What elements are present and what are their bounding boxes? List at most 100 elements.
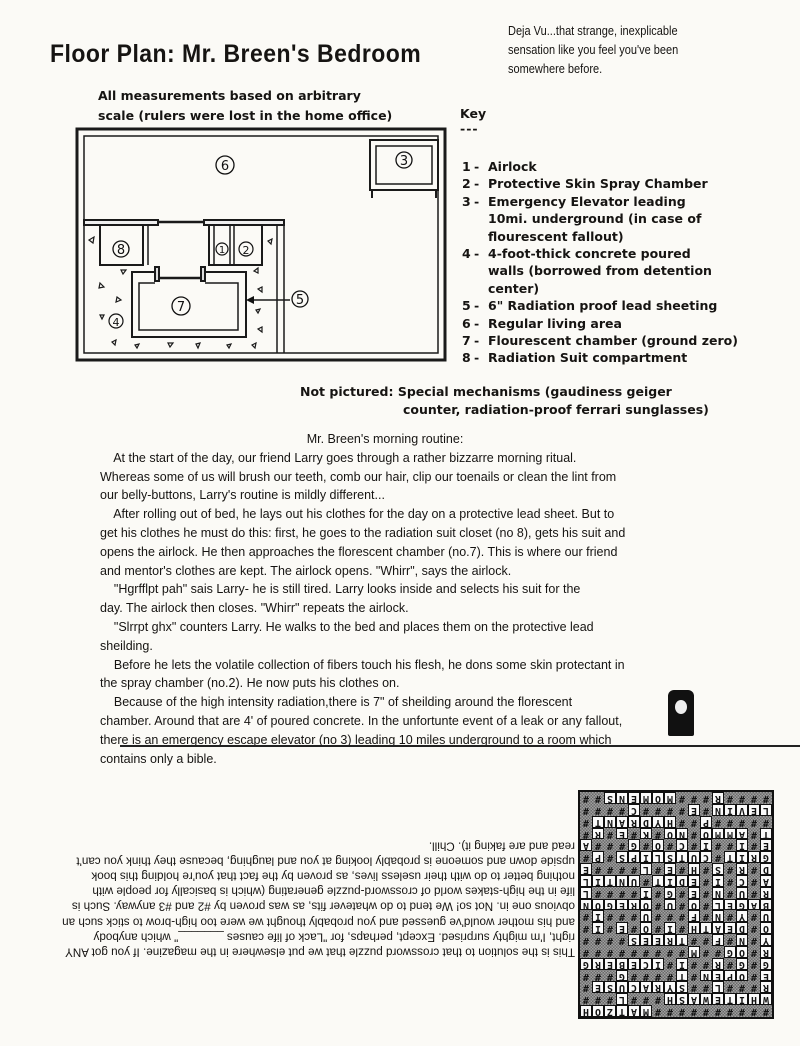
- key-item-label: 10mi. underground (in case of: [488, 211, 702, 227]
- article-line: contains only a bible.: [100, 751, 217, 766]
- article-line: Before he lets the volatile collection o…: [100, 657, 625, 672]
- room-label-2: 2: [243, 244, 250, 257]
- article-heading: Mr. Breen's morning routine:: [306, 432, 464, 446]
- key-item: walls (borrowed from detention: [462, 262, 738, 279]
- key-underline: ---: [460, 121, 479, 136]
- key-item: 7- Flourescent chamber (ground zero): [462, 333, 738, 349]
- outer-wall-inner: [83, 135, 439, 354]
- crossword-row: A#C#I#EDIT#UNTIL: [576, 875, 769, 887]
- key-item: center): [462, 280, 738, 297]
- crossword-row: G#G#R##I#ICEBERG: [576, 958, 769, 970]
- crossword-row: R###L##SYRACUSE#: [576, 982, 769, 994]
- scale-note-line: scale (rulers were lost in the home offi…: [98, 108, 393, 123]
- elevator-shaft: [369, 139, 439, 191]
- key-item: 10mi. underground (in case of: [462, 210, 738, 227]
- solution-note-line: nothing better to do with their useless …: [91, 869, 575, 883]
- crossword-row: ##########MATZOH: [576, 1006, 769, 1017]
- key-item-number: 1: [462, 159, 471, 174]
- key-item-label: Emergency Elevator leading: [488, 193, 686, 209]
- key-item: 4- 4-foot-thick concrete poured: [462, 246, 691, 262]
- key-item: 1- Airlock: [462, 159, 537, 174]
- suit-compartment: [99, 225, 144, 266]
- article-line: the spray chamber (no.2). He now puts hi…: [100, 676, 400, 691]
- crossword-row: BAGEL#O#U#OREGON: [576, 899, 769, 911]
- solution-note-line: read and are faking it). Chill.: [428, 839, 575, 853]
- key-item-label: walls (borrowed from detention: [488, 263, 712, 279]
- crossword-row: WHITEWASH###L###: [576, 994, 769, 1006]
- room-label-7: 7: [177, 300, 185, 315]
- concrete-triangle-icons: [87, 235, 273, 350]
- upside-down-solution-note: This is the solution to that crossword p…: [15, 838, 575, 960]
- key-item-number: 3: [462, 193, 471, 209]
- crossword-row: E#I##I#C#O#G###A: [576, 840, 769, 852]
- crossword-row: ####R###MOMENS##: [576, 793, 769, 805]
- article-line: "Hgrfflpt pah" sais Larry- he is still t…: [100, 582, 581, 597]
- crossword-row: LEVIN#E####C####: [576, 804, 769, 816]
- morning-routine-article: Mr. Breen's morning routine: At the star…: [100, 430, 660, 768]
- key-item: 5- 6" Radiation proof lead sheeting: [462, 298, 718, 314]
- author-photo: [668, 690, 694, 736]
- key-item-label: Regular living area: [488, 315, 622, 331]
- room-label-6: 6: [221, 159, 229, 174]
- solution-note-line: life in the high-stakes world of crosswo…: [92, 884, 575, 898]
- outer-wall: [75, 127, 447, 362]
- crossword-row: #####P##HYDRANT#: [576, 816, 769, 828]
- crossword-row: O#DEATH#I#O#E#I#: [576, 923, 769, 935]
- crossword-row: U#Y#N#F###U###I#: [576, 911, 769, 923]
- florescent-chamber: [138, 282, 239, 331]
- airlock-and-spray-chamber: [208, 225, 263, 266]
- article-line: After rolling out of bed, he lays out hi…: [100, 507, 615, 522]
- room-label-1: 1: [219, 245, 225, 256]
- not-pictured-line: counter, radiation-proof ferrari sunglas…: [403, 402, 709, 417]
- solution-note-line: upside down and someone is probably look…: [76, 854, 575, 868]
- deja-vu-quote: Deja Vu...that strange, inexplicable sen…: [508, 24, 679, 76]
- article-line: sheilding.: [100, 638, 153, 653]
- scale-note: All measurements based on arbitrary scal…: [98, 86, 392, 126]
- article-line: At the start of the day, our friend Larr…: [100, 450, 577, 465]
- solution-note-line: This is the solution to that crossword p…: [65, 945, 575, 959]
- solution-note-line: right, I'm mighty surprised. Except, per…: [93, 930, 575, 944]
- not-pictured-note: Not pictured: Special mechanisms (gaudin…: [300, 383, 709, 419]
- lead-sheeting: [131, 271, 247, 338]
- article-line: there is an emergency escape elevator (n…: [100, 732, 612, 747]
- page-title: Floor Plan: Mr. Breen's Bedroom: [50, 40, 422, 68]
- key-item-number: 8: [462, 350, 471, 366]
- key-item-label: 4-foot-thick concrete poured: [488, 246, 691, 262]
- article-line: and mentor's clothes are kept. The airlo…: [100, 563, 512, 578]
- room-label-3: 3: [400, 154, 408, 169]
- section-divider: [120, 745, 800, 747]
- key-item-number: 5: [462, 298, 471, 314]
- article-line: Whereas some of us will brush our teeth,…: [100, 469, 617, 484]
- key-item: 3- Emergency Elevator leading: [462, 193, 686, 209]
- key-item-number: 4: [462, 246, 471, 262]
- crossword-row: T#AMMO#NO#K#E#R#: [576, 828, 769, 840]
- crossword-row: R#OG##M#########: [576, 946, 769, 958]
- key-item-number: 6: [462, 315, 471, 331]
- key-heading: Key: [460, 106, 487, 121]
- floor-plan: 6 3 8 1 2 7 4 5: [75, 127, 447, 362]
- key-item: 6- Regular living area: [462, 315, 622, 331]
- key-item-label: Airlock: [488, 159, 537, 174]
- article-line: "Slrrpt ghx" counters Larry. He walks to…: [100, 619, 594, 634]
- key-item-label: 6" Radiation proof lead sheeting: [488, 298, 718, 314]
- solution-note-line: obvious one in. Not so! We tend to do wh…: [71, 900, 575, 914]
- article-line: chamber. Around that are 4' of poured co…: [100, 713, 623, 728]
- not-pictured-line: Not pictured: Special mechanisms (gaudin…: [300, 384, 672, 399]
- article-line: get his clothes he must do this: first, …: [100, 525, 626, 540]
- key-item-number: 2: [462, 176, 471, 192]
- article-line: opens the airlock. He then approaches th…: [100, 544, 618, 559]
- key-item-label: Radiation Suit compartment: [488, 350, 688, 366]
- article-line: Because of the high intensity radiation,…: [100, 695, 573, 710]
- key-item-label: flourescent fallout): [488, 228, 624, 244]
- room-label-8: 8: [117, 243, 125, 258]
- key-item-number: 7: [462, 333, 471, 349]
- crossword-row: E#OPEN#T####G###: [576, 970, 769, 982]
- crossword-row: GRIT#CUTSLIPS#P#: [576, 852, 769, 864]
- key-list: 1- Airlock 2- Protective Skin Spray Chamb…: [462, 158, 738, 367]
- key-item: 2- Protective Skin Spray Chamber: [462, 176, 708, 192]
- room-label-4: 4: [113, 316, 120, 329]
- key-item: 8- Radiation Suit compartment: [462, 350, 688, 366]
- key-item-label: Protective Skin Spray Chamber: [488, 176, 708, 192]
- article-line: our belly-buttons, Larry's routine is mi…: [100, 488, 385, 503]
